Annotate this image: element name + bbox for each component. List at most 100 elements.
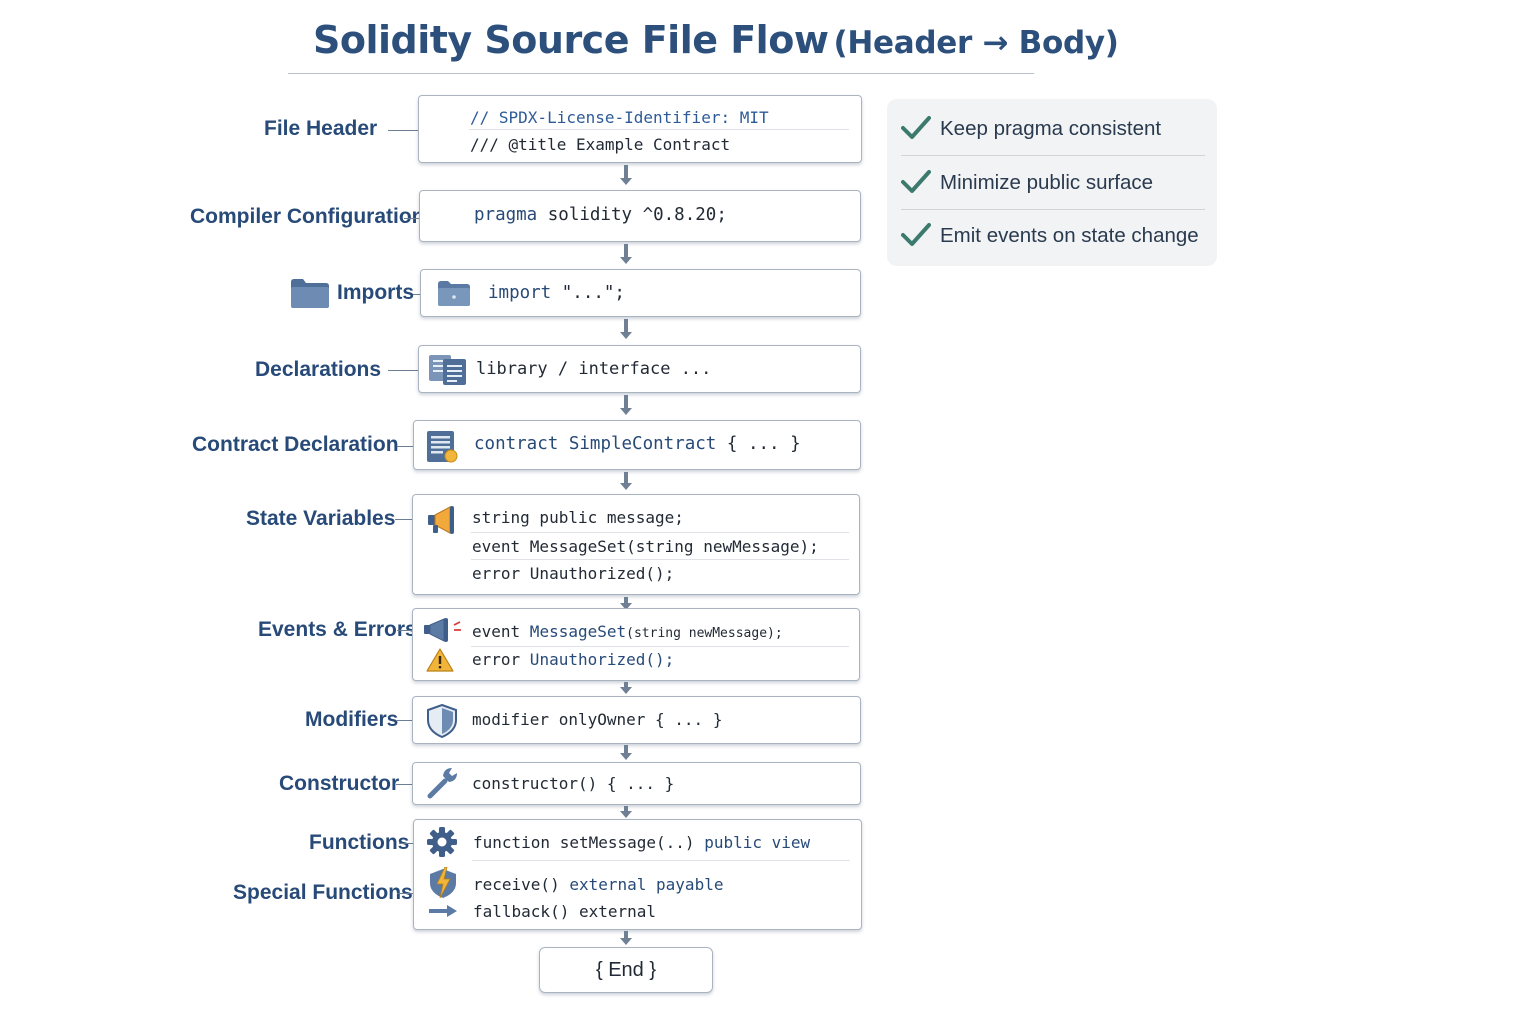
flow-arrow [620,244,632,266]
folder-icon [291,279,329,308]
flow-arrow [620,472,632,492]
receive-modifiers: external payable [559,875,724,894]
function-visibility: public view [694,833,811,852]
connector [397,630,423,631]
tips-panel: Keep pragma consistent Minimize public s… [887,99,1217,266]
label-imports: Imports [337,281,415,304]
connector [396,784,424,785]
contract-document-icon [427,431,458,463]
events-errors-box: event MessageSet(string newMessage); err… [412,608,860,681]
flow-arrow [620,319,632,341]
label-state-variables: State Variables [246,507,396,530]
checkmark-icon [901,170,931,193]
title-sub: (Header → Body) [833,25,1119,61]
function-line: function setMessage(..) public view [473,833,810,852]
spdx-line: // SPDX-License-Identifier: MIT [470,108,769,127]
arrow-right-icon [429,905,457,917]
row-divider [471,532,849,533]
contract-keyword: contract [474,434,559,454]
row-divider [471,646,849,647]
functions-box: function setMessage(..) public view rece… [413,819,862,930]
tip-text: Emit events on state change [940,224,1199,247]
wrench-icon [427,768,457,799]
title-divider [288,73,1034,74]
shield-icon [427,704,457,738]
modifier-body: onlyOwner { ... } [549,710,723,729]
error-line: error Unauthorized(); [472,650,674,669]
import-keyword: import [488,283,552,303]
constructor-line: constructor() { ... } [472,774,675,793]
connector [388,130,443,131]
event-args: (string newMessage); [626,626,783,641]
compiler-box: pragma solidity ^0.8.20; [419,190,861,242]
receive-line: receive() external payable [473,875,723,894]
state-error-line: error Unauthorized(); [472,564,675,583]
gear-icon [427,827,457,857]
imports-box: import "..."; [420,269,861,317]
tip-item: Emit events on state change [901,220,1205,256]
event-name: MessageSet [520,622,627,641]
receive-name: receive() [473,875,560,894]
connector [399,843,424,844]
declarations-box: library / interface ... [418,345,861,393]
label-compiler: Compiler Configuration [190,205,425,228]
tip-item: Minimize public surface [901,167,1205,203]
label-functions: Functions [309,831,410,854]
label-constructor: Constructor [279,772,400,795]
flow-arrow [620,682,632,695]
contract-name: SimpleContract [558,434,717,454]
event-keyword: event [472,622,521,641]
flow-arrow [620,395,632,417]
state-variables-box: string public message; event MessageSet(… [412,494,860,595]
tip-text: Minimize public surface [940,171,1154,194]
event-line: event MessageSet(string newMessage); [472,622,783,641]
row-divider [469,129,849,130]
error-keyword: error [472,650,521,669]
row-divider [471,559,849,560]
modifiers-box: modifier onlyOwner { ... } [412,696,861,744]
label-special-functions: Special Functions [233,881,413,904]
import-path: "..."; [551,283,625,303]
tip-divider [901,209,1205,210]
title-main: Solidity Source File Flow [313,18,829,62]
title-comment-line: /// @title Example Contract [470,135,731,154]
contract-box: contract SimpleContract { ... } [413,420,861,470]
tip-text: Keep pragma consistent [940,117,1162,140]
flow-arrow [620,745,632,761]
flow-arrow [620,597,632,611]
pragma-line: pragma solidity ^0.8.20; [474,205,727,225]
label-events-errors: Events & Errors [258,618,417,641]
state-event-line: event MessageSet(string newMessage); [472,537,819,556]
connector [388,370,430,371]
constructor-box: constructor() { ... } [412,762,861,805]
label-file-header: File Header [264,117,378,140]
fallback-line: fallback() external [473,902,657,921]
pragma-keyword: pragma [474,205,538,225]
modifier-line: modifier onlyOwner { ... } [472,710,722,729]
error-name: Unauthorized(); [520,650,675,669]
lightning-shield-icon [430,867,456,899]
import-line: import "..."; [488,283,625,303]
pragma-version: solidity ^0.8.20; [537,205,727,225]
connector [397,446,423,447]
row-divider [472,860,850,861]
modifier-keyword: modifier [472,710,550,729]
file-header-box: // SPDX-License-Identifier: MIT /// @tit… [418,95,862,163]
contract-line: contract SimpleContract { ... } [474,434,801,454]
declarations-line: library / interface ... [476,359,712,379]
contract-body: { ... } [716,434,801,454]
state-var-line: string public message; [472,508,684,527]
flow-arrow [620,806,632,819]
page-title: Solidity Source File Flow (Header → Body… [313,18,1119,68]
end-node: { End } [539,947,713,993]
flow-arrow [620,931,632,946]
connector [397,893,424,894]
folder-small-icon [438,281,470,306]
connector [397,720,423,721]
label-declarations: Declarations [255,358,382,381]
megaphone-icon [424,618,461,642]
tip-divider [901,155,1205,156]
tip-item: Keep pragma consistent [901,113,1205,149]
function-keyword: function [473,833,551,852]
checkmark-icon [901,116,931,139]
